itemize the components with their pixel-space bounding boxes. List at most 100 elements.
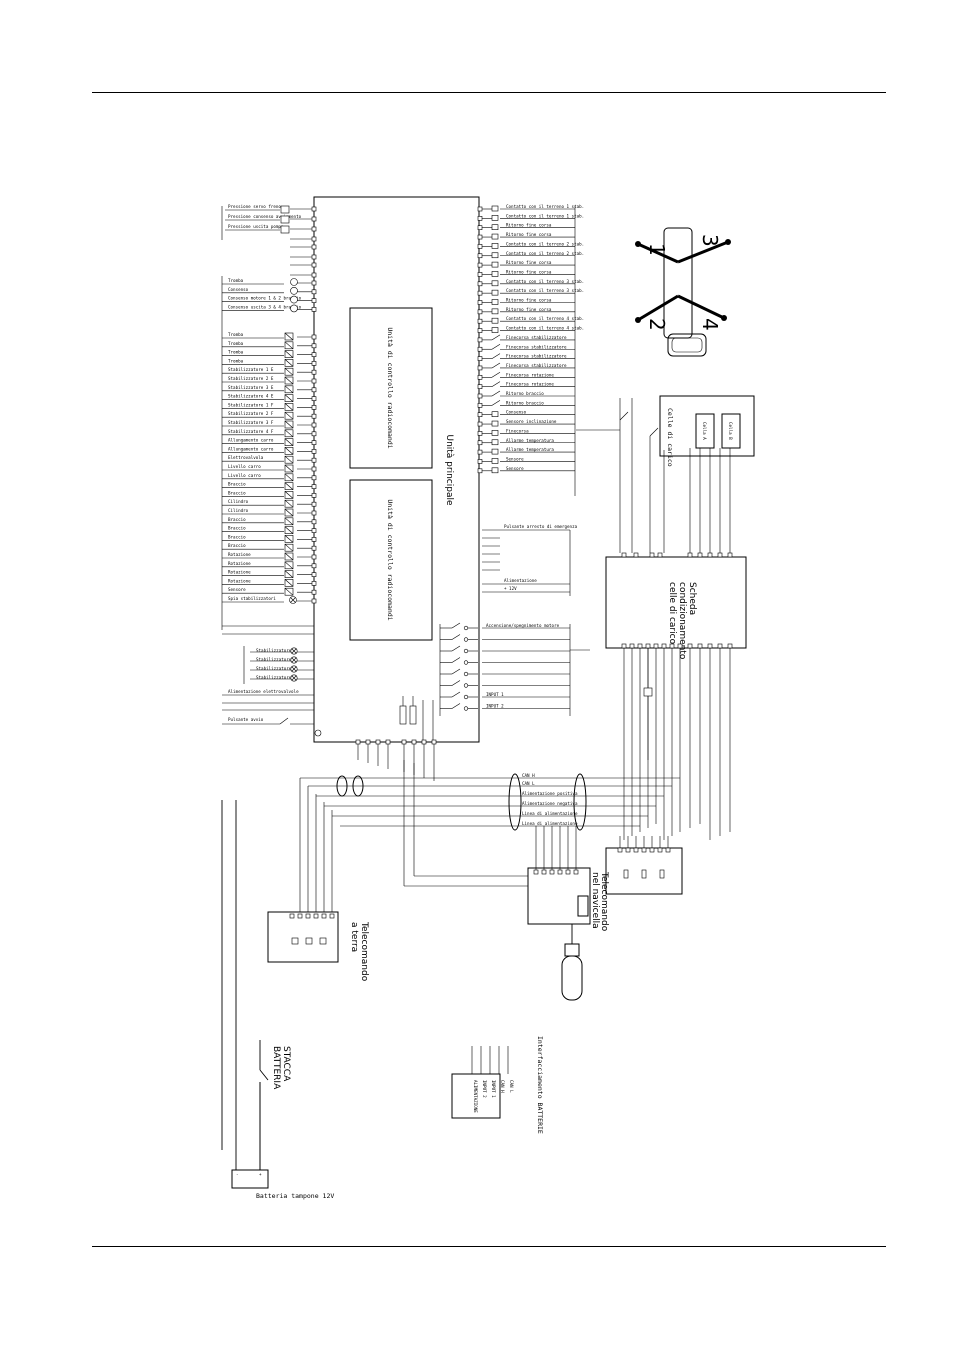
right-input-label: Ritorno fine corsa [506, 223, 552, 228]
right-input-label: Sensore [506, 456, 524, 461]
card-terminal [677, 643, 683, 649]
right-input-label: Contatto con il terreno 2 stab. [506, 241, 584, 246]
left-output-label: Stabilizzatore 2 F [228, 411, 274, 416]
right-input-label: Contatto con il terreno 4 stab. [506, 326, 584, 331]
output-coil [290, 295, 298, 304]
right-input-label: Contatto con il terreno 4 stab. [506, 316, 584, 321]
port-terminal [311, 484, 317, 489]
output-coil [290, 278, 298, 286]
port-terminal [311, 563, 317, 569]
top-rule [92, 92, 886, 93]
port-terminal [477, 449, 483, 455]
input-contact [491, 205, 499, 212]
lamp-label: Stabilizzatore 1 [256, 648, 297, 653]
battery-interface-item: INPUT 1 [491, 1080, 496, 1098]
port-terminal [477, 459, 483, 464]
radio-ground-box [267, 911, 339, 963]
left-output-label: Stabilizzatore 1 F [228, 402, 274, 407]
port-terminal [311, 272, 317, 278]
battery-interface-box [451, 1073, 501, 1119]
port-terminal [477, 384, 483, 389]
right-mid-label: Pulsante arresto di emergenza [504, 524, 578, 529]
sub-unit-a-label: Unità di controllo radiocomandi [386, 327, 394, 448]
left-output-label: Rotazione [228, 552, 251, 557]
bottom-terminal [411, 739, 417, 745]
right-input-label: Ritorno braccio [506, 391, 544, 396]
port-terminal [311, 280, 317, 286]
bottom-terminal [365, 739, 371, 745]
output-coil [290, 286, 298, 295]
port-terminal [477, 374, 483, 380]
port-terminal [311, 298, 317, 303]
svg-text:-: - [236, 1172, 239, 1177]
bus-label: Alimentazione negativa [522, 801, 578, 806]
port-terminal [311, 236, 317, 242]
right-input-label: Finecorsa stabilizzatore [506, 363, 567, 368]
load-card-wiring [576, 398, 733, 840]
left-output-label: Consenso uscita 3 & 4 braccio [228, 304, 302, 309]
bottom-terminal [355, 739, 361, 745]
aux-label: Alimentazione elettrovalvole [228, 689, 299, 694]
bottom-terminal [375, 739, 381, 745]
left-output-label: Consenso [228, 287, 249, 292]
lamp-label: Stabilizzatore 4 [256, 675, 297, 680]
cable-shield [336, 775, 348, 797]
left-output-label: Spia stabilizzatori [228, 596, 276, 601]
sub-unit-b-label: Unità di controllo radiocomandi [386, 499, 394, 620]
left-output-label: Stabilizzatore 2 E [228, 376, 274, 381]
battery-interface-item: CAN L [509, 1080, 514, 1093]
diode [643, 687, 653, 697]
right-input-label: Ritorno fine corsa [506, 260, 552, 265]
fuse [409, 705, 417, 725]
left-output-label: Braccio [228, 517, 246, 522]
port-terminal [477, 262, 483, 268]
port-terminal [477, 440, 483, 446]
battery-disconnect-line1: STACCA [281, 1046, 291, 1082]
port-terminal [311, 262, 317, 268]
left-output-label: Stabilizzatore 4 E [228, 394, 274, 399]
card-terminal [727, 643, 733, 649]
left-output-label: Rotazione [228, 570, 251, 575]
input-contact [491, 458, 499, 464]
port-terminal [311, 431, 317, 437]
card-terminal [629, 643, 635, 649]
left-output-label: Tromba [228, 341, 244, 346]
input-contact [491, 308, 499, 315]
card-terminal [687, 552, 693, 558]
card-terminal [621, 552, 627, 558]
radio-basket-line1: Telecomando [599, 871, 609, 932]
main-unit-bottom-connectors [355, 696, 437, 781]
input-contact [491, 411, 499, 418]
bus-label: CAN H [522, 773, 535, 778]
input-contact [491, 467, 499, 474]
port-terminal [311, 510, 317, 516]
fuse [399, 705, 407, 725]
port-terminal [477, 468, 483, 474]
port-terminal [311, 581, 317, 586]
port-terminal [311, 572, 317, 577]
lamp-label: Stabilizzatore 2 [256, 657, 297, 662]
port-terminal [311, 466, 317, 472]
left-output-label: Stabilizzatore 3 E [228, 385, 274, 390]
left-output-label: Consenso motore 1 & 2 braccio [228, 296, 302, 301]
cable-shield [352, 775, 364, 797]
right-input-label: Consenso [506, 410, 527, 415]
port-terminal [311, 422, 317, 428]
input-contact [491, 271, 499, 277]
basket-connector [564, 943, 580, 957]
radio-ground-line1: Telecomando [359, 921, 369, 982]
card-terminal [633, 552, 639, 558]
left-output-label: Tromba [228, 358, 244, 363]
card-terminal [621, 643, 627, 649]
right-input-label: Finecorsa stabilizzatore [506, 335, 567, 340]
port-terminal [311, 598, 317, 604]
port-terminal [477, 300, 483, 305]
relay-label: INPUT 2 [486, 704, 504, 709]
port-terminal [311, 369, 317, 375]
input-contact [491, 280, 499, 287]
port-terminal [477, 346, 483, 352]
battery-disconnect-switch [259, 1040, 269, 1170]
